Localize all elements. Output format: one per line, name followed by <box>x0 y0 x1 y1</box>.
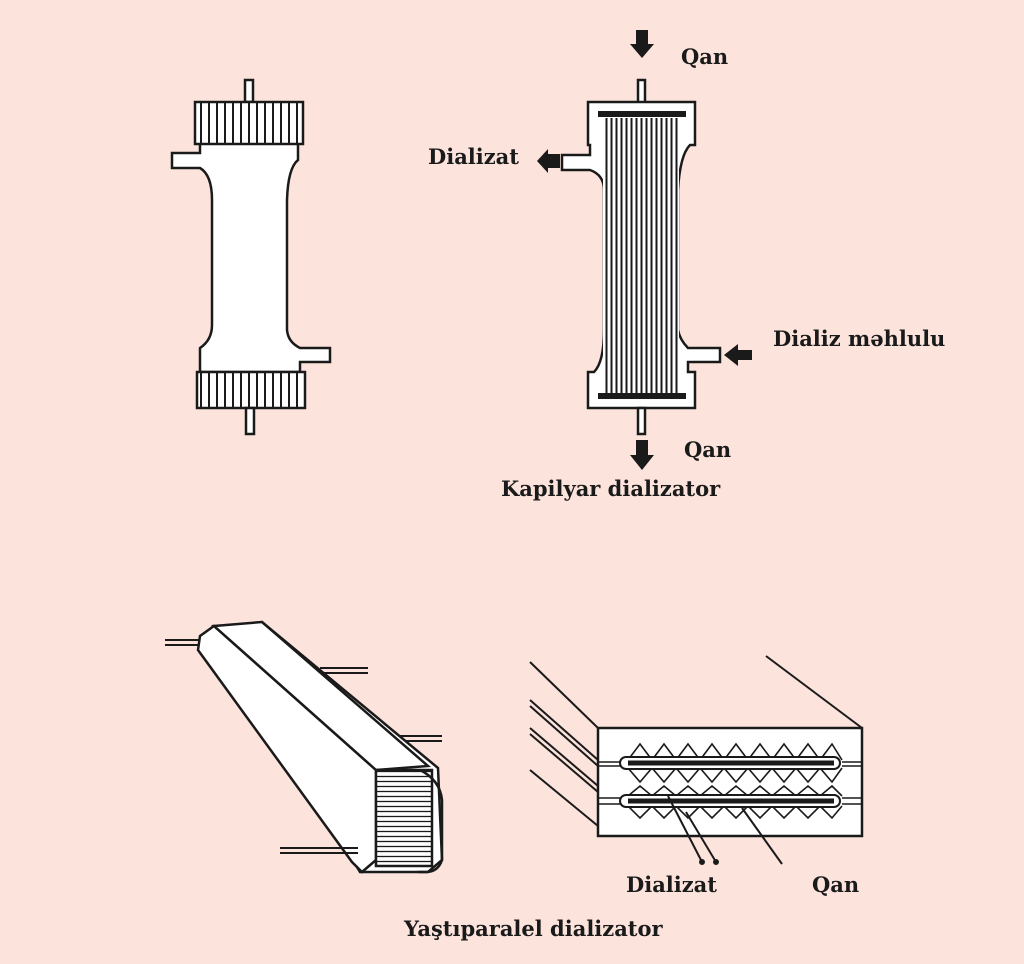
body-housing <box>170 140 332 374</box>
label-qan-top: Qan <box>681 44 729 69</box>
fiber-bundle <box>603 118 679 398</box>
plate-stack-end <box>374 768 434 868</box>
bottom-pin <box>244 406 256 436</box>
bottom-cap <box>195 370 307 410</box>
label-dializ-mehlulu: Dializ məhlulu <box>773 326 946 351</box>
caption-yastiparalel: Yaştıparalel dializator <box>404 916 663 941</box>
top-cap <box>193 100 305 146</box>
parallel-plate-cross-section <box>529 655 864 865</box>
parallel-plate-exterior <box>165 620 444 874</box>
blood-inlet-pin <box>636 78 647 106</box>
label-qan-bottom: Qan <box>684 437 732 462</box>
blood-in-arrow <box>630 30 654 58</box>
blood-outlet-pin <box>636 406 647 436</box>
cross-section-box <box>596 726 864 838</box>
caption-kapilyar: Kapilyar dializator <box>501 476 721 501</box>
dialysate-in-arrow <box>724 344 752 366</box>
top-pin <box>243 78 255 104</box>
capillary-dialyzer-exterior <box>170 78 332 436</box>
flow-arrows <box>537 30 752 470</box>
label-dializat-top: Dializat <box>428 144 519 169</box>
label-dializat-bottom: Dializat <box>626 872 717 897</box>
label-qan-plate: Qan <box>812 872 860 897</box>
plate-top <box>210 620 432 772</box>
dializat-out-arrow <box>537 149 560 173</box>
blood-out-arrow <box>630 440 654 470</box>
capillary-dialyzer-cutaway <box>560 78 722 436</box>
